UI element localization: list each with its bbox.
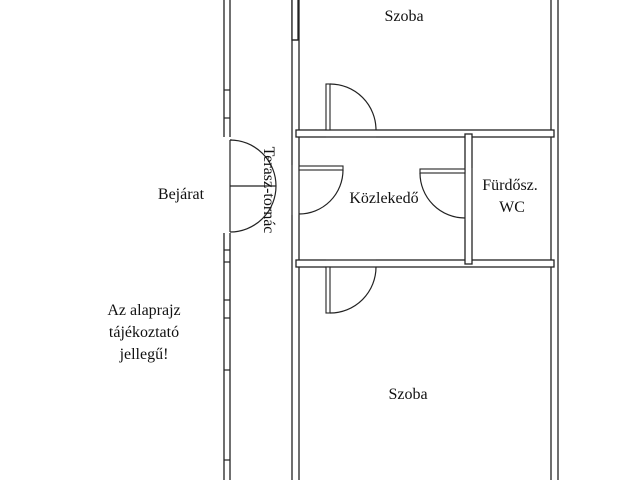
bottom-room-label: Szoba <box>388 386 427 403</box>
corridor-label: Közlekedő <box>349 190 418 207</box>
top-room-label: Szoba <box>384 8 423 25</box>
house-east-wall <box>550 0 559 480</box>
entrance-label: Bejárat <box>158 186 205 203</box>
note-line-3: jellegű! <box>119 346 169 363</box>
door-top-room <box>325 83 377 139</box>
door-bottom-room <box>325 258 377 314</box>
terrace-west-wall <box>223 0 231 480</box>
wall-bottom-room-north <box>295 259 555 268</box>
terrace-posts <box>224 89 230 461</box>
wall-top-room-south <box>295 129 555 138</box>
note-line-2: tájékoztató <box>109 324 179 341</box>
entrance-door <box>222 137 277 233</box>
note-line-1: Az alaprajz <box>107 302 180 319</box>
terrace-label: Terasz-tornác <box>260 147 277 234</box>
door-bathroom <box>419 168 474 220</box>
bathroom-label-line1: Fürdősz. <box>482 177 538 194</box>
bathroom-label-line2: WC <box>499 199 525 216</box>
house-west-wall <box>291 0 300 480</box>
top-window-frame <box>291 0 299 41</box>
door-corridor-entrance <box>290 165 344 215</box>
